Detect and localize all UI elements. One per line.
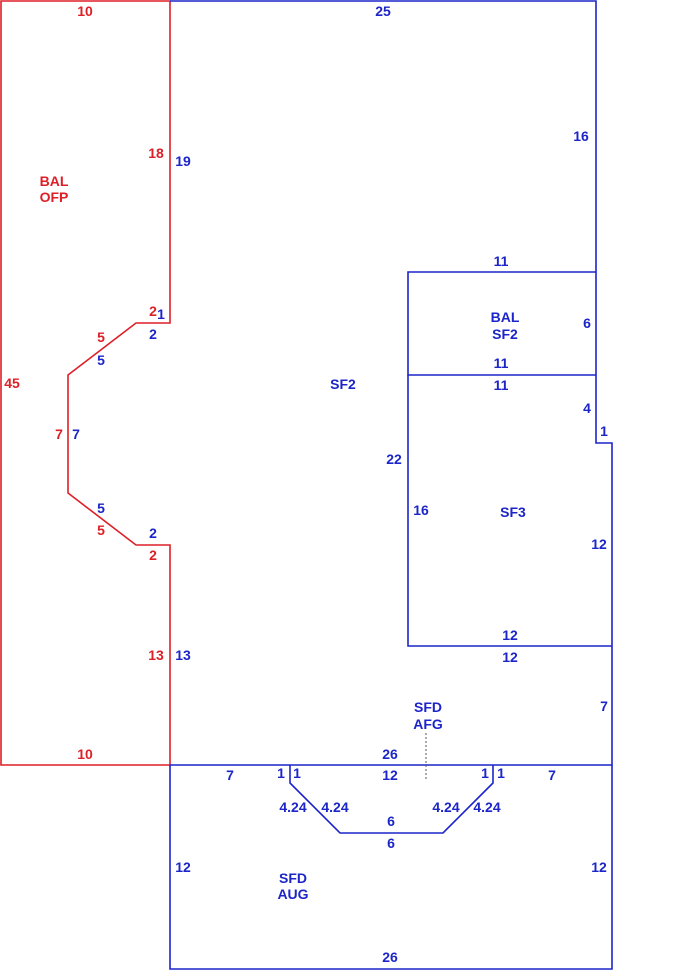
dim-ofp-vertical: 7: [55, 426, 63, 442]
dim-sf2-diag-lower: 5: [97, 500, 105, 516]
sf3-outline: [407, 375, 612, 647]
dim-ofp-bottom: 10: [77, 746, 93, 762]
area-label-sfd-afg-2: AFG: [413, 716, 443, 732]
area-label-bal-sf2-2: SF2: [492, 326, 518, 342]
dim-bal-sf2-right: 6: [583, 315, 591, 331]
dim-aug-diag-l1: 4.24: [279, 799, 306, 815]
dim-sf3-top: 11: [494, 377, 509, 393]
dim-sf2-step: 1: [600, 423, 608, 439]
dim-sf2-vertical: 7: [72, 426, 80, 442]
sfd-aug-bay: [289, 765, 494, 834]
dim-sf2-left-lower: 13: [175, 647, 191, 663]
dim-sf2-left-upper: 19: [175, 153, 191, 169]
dim-sf3-bottom: 12: [502, 627, 518, 643]
dim-aug-diag-l2: 4.24: [321, 799, 348, 815]
dim-aug-notch-r2: 1: [497, 765, 505, 781]
dim-aug-bottom: 26: [382, 949, 398, 965]
dim-aug-top-right: 7: [548, 767, 556, 783]
dim-aug-top-mid: 12: [382, 767, 398, 783]
area-label-sf2: SF2: [330, 376, 356, 392]
area-label-sfd-afg-1: SFD: [414, 699, 442, 715]
dim-aug-bay-bottom: 6: [387, 835, 395, 851]
dim-sf2-right-lower: 7: [600, 698, 608, 714]
dim-bal-sf2-bottom: 11: [494, 355, 509, 371]
dim-aug-right: 12: [591, 859, 607, 875]
dim-ofp-diag-upper: 5: [97, 329, 105, 345]
dim-sf2-right-upper: 16: [573, 128, 589, 144]
bal-ofp-outline: [0, 0, 171, 766]
dim-ofp-top: 10: [77, 3, 93, 19]
dim-sf2-bottom: 26: [382, 746, 398, 762]
dim-aug-notch-l2: 1: [293, 765, 301, 781]
dim-aug-diag-r1: 4.24: [432, 799, 459, 815]
bal-sf2-outline: [407, 271, 596, 376]
area-label-bal-sf2-1: BAL: [491, 309, 520, 325]
area-label-bal-ofp-1: BAL: [40, 173, 69, 189]
dim-aug-top-left: 7: [226, 767, 234, 783]
area-label-sfd-aug-2: AUG: [277, 886, 308, 902]
sf2-outline: [170, 0, 613, 766]
dim-sf3-right: 12: [591, 536, 607, 552]
dim-sf3-left: 16: [413, 502, 429, 518]
dim-aug-notch-l1: 1: [277, 765, 285, 781]
dim-sf2-diag-upper: 5: [97, 352, 105, 368]
dim-sf2-top: 25: [375, 3, 391, 19]
dim-aug-bay-top: 6: [387, 813, 395, 829]
dim-sf3-right-upper: 4: [583, 400, 591, 416]
area-label-bal-ofp-2: OFP: [40, 189, 69, 205]
dim-sf2-notch-bottom: 2: [149, 525, 157, 541]
dim-sfd-afg-top: 12: [502, 649, 518, 665]
dim-aug-notch-r1: 1: [481, 765, 489, 781]
dim-bal-sf2-top: 11: [494, 253, 509, 269]
dim-ofp-notch-top: 2: [149, 303, 157, 319]
area-label-sf3: SF3: [500, 504, 526, 520]
dim-ofp-notch-top-b: 1: [157, 306, 165, 322]
dim-ofp-notch-bottom: 2: [149, 547, 157, 563]
dim-aug-diag-r2: 4.24: [473, 799, 500, 815]
dim-sf2-inner-22: 22: [386, 451, 402, 467]
dim-aug-left: 12: [175, 859, 191, 875]
sfd-aug-outline: [169, 765, 613, 970]
area-label-sfd-aug-1: SFD: [279, 870, 307, 886]
dim-ofp-right-upper: 18: [148, 145, 164, 161]
dim-sf2-notch-top: 2: [149, 326, 157, 342]
dim-ofp-right-lower: 13: [148, 647, 164, 663]
dim-ofp-diag-lower: 5: [97, 522, 105, 538]
dim-ofp-left: 45: [4, 375, 20, 391]
